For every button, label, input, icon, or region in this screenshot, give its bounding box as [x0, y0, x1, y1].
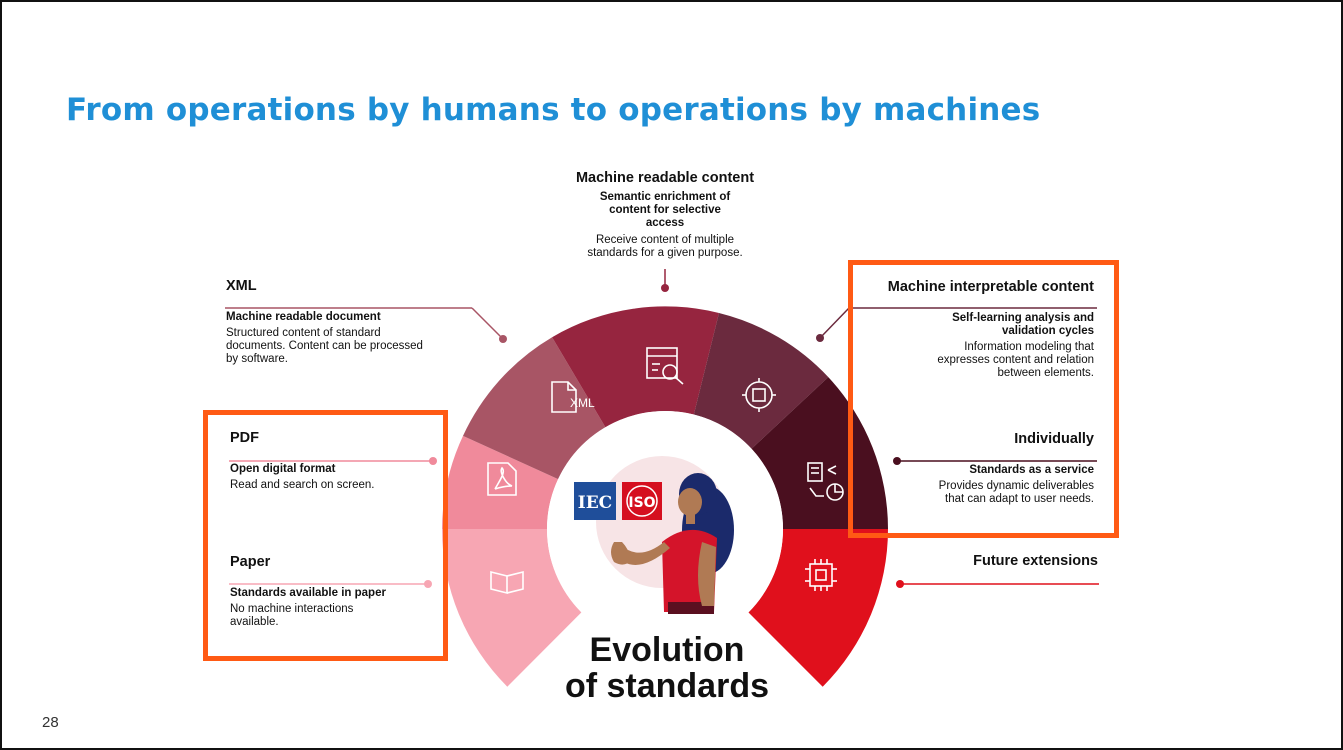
pdf-icon — [487, 462, 517, 496]
connector-pdf — [229, 457, 437, 465]
search-document-icon — [646, 347, 684, 385]
xml-icon-label: XML — [570, 396, 595, 410]
stage-machine-interpretable: Machine interpretable content Self-learn… — [862, 279, 1094, 380]
stage-individually: Individually Standards as a service Prov… — [882, 431, 1094, 506]
diagram-center-title: Evolution of standards — [522, 632, 812, 704]
center-title-line1: Evolution — [589, 631, 745, 669]
xml-file-icon — [551, 381, 577, 413]
highlight-box-right — [848, 260, 1119, 538]
iso-logo: ISO — [622, 482, 662, 520]
sector-paper — [442, 529, 582, 687]
stage-future: Future extensions — [902, 553, 1098, 574]
future-heading: Future extensions — [973, 553, 1098, 569]
iec-logo: IEC — [574, 482, 616, 520]
connector-xml — [225, 307, 507, 343]
page-number: 28 — [42, 714, 59, 731]
pdf-subheading: Open digital format — [230, 463, 336, 475]
xml-heading: XML — [226, 278, 257, 294]
chip-icon — [805, 559, 837, 591]
interpretable-subheading: Self-learning analysis and validation cy… — [952, 312, 1094, 337]
paper-heading: Paper — [230, 554, 271, 570]
slide-title: From operations by humans to operations … — [66, 92, 1041, 128]
person-illustration — [611, 473, 734, 614]
paper-subheading: Standards available in paper — [230, 587, 386, 599]
sector-individually — [751, 377, 888, 529]
stage-paper: Paper Standards available in paper No ma… — [230, 554, 405, 629]
connector-paper — [229, 580, 432, 588]
sector-interpretable — [693, 313, 829, 449]
center-title-line2: of standards — [564, 667, 770, 705]
sector-future — [748, 529, 888, 687]
individually-heading: Individually — [1014, 431, 1094, 447]
svg-text:IEC: IEC — [578, 493, 612, 513]
individually-subheading: Standards as a service — [969, 464, 1094, 476]
book-icon — [490, 570, 524, 595]
stage-xml: XML Machine readable document Structured… — [226, 278, 426, 366]
stage-pdf: PDF Open digital format Read and search … — [230, 430, 430, 492]
svg-text:ISO: ISO — [628, 495, 655, 511]
sector-readable — [552, 306, 719, 428]
connector-readable — [661, 269, 669, 292]
xml-subheading: Machine readable document — [226, 311, 381, 323]
gear-chip-icon — [742, 378, 776, 412]
readable-text: Receive content of multiple standards fo… — [587, 234, 743, 259]
interpretable-heading: Machine interpretable content — [887, 279, 1094, 295]
xml-text: Structured content of standard documents… — [226, 327, 423, 365]
connector-future — [896, 580, 1099, 588]
sector-xml — [463, 337, 606, 480]
pdf-text: Read and search on screen. — [230, 479, 375, 491]
paper-text: No machine interactions available. — [230, 603, 354, 628]
sector-pdf — [442, 435, 559, 529]
pdf-heading: PDF — [230, 430, 259, 446]
connector-interpretable — [816, 307, 1097, 342]
individually-text: Provides dynamic deliverables that can a… — [938, 480, 1094, 505]
readable-subheading: Semantic enrichment of content for selec… — [599, 191, 731, 229]
highlight-box-left — [203, 410, 448, 661]
interpretable-text: Information modeling that expresses cont… — [937, 341, 1094, 379]
readable-heading: Machine readable content — [575, 170, 755, 186]
document-chart-icon — [807, 462, 844, 501]
stage-machine-readable: Machine readable content Semantic enrich… — [555, 170, 775, 260]
connector-individually — [893, 457, 1097, 465]
